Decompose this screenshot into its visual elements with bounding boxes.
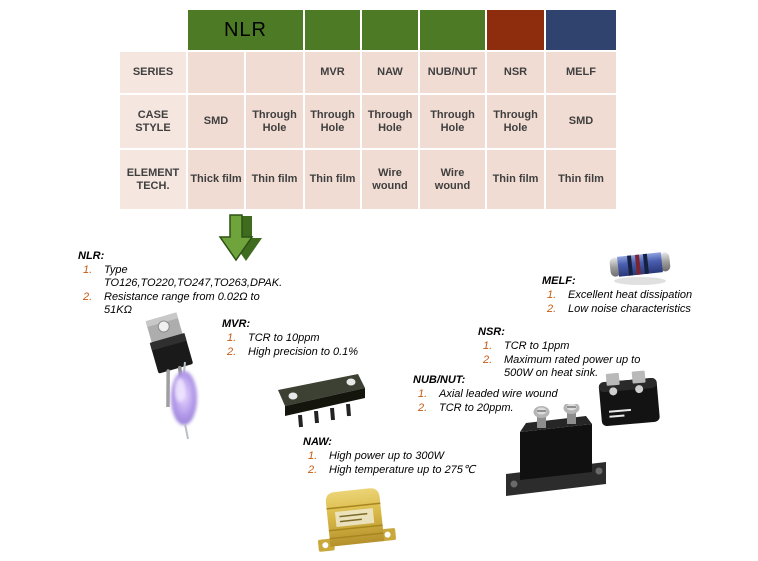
item-text: Type TO126,TO220,TO247,TO263,DPAK. bbox=[104, 264, 283, 289]
annotation-item: 2. Resistance range from 0.02Ω to 51KΩ bbox=[78, 291, 278, 317]
annotation-title: NAW: bbox=[303, 436, 332, 448]
annotation-title: NSR: bbox=[478, 326, 505, 338]
to220-package-photo bbox=[145, 312, 193, 407]
annotation-item: 2. Low noise characteristics bbox=[542, 303, 727, 316]
series-cell bbox=[246, 52, 303, 93]
item-number: 2. bbox=[418, 402, 428, 414]
case-style-cell: Through Hole bbox=[305, 95, 360, 148]
item-number: 2. bbox=[308, 464, 318, 476]
gold-housed-resistor-photo bbox=[317, 488, 396, 552]
annotation-item: 1. High power up to 300W bbox=[303, 450, 493, 463]
case-style-cell: Through Hole bbox=[487, 95, 544, 148]
series-cell: MELF bbox=[546, 52, 616, 93]
mvr-flat-package-photo bbox=[278, 374, 365, 428]
series-cell: NAW bbox=[362, 52, 418, 93]
case-style-cell: SMD bbox=[188, 95, 244, 148]
element-tech-cell: Thin film bbox=[546, 150, 616, 209]
element-tech-cell: Wire wound bbox=[362, 150, 418, 209]
case-style-cell: Through Hole bbox=[420, 95, 485, 148]
annotation-item: 2. Maximum rated power up to 500W on hea… bbox=[478, 354, 670, 380]
item-text: Resistance range from 0.02Ω to 51KΩ bbox=[104, 291, 260, 316]
annotation-title: NUB/NUT: bbox=[413, 374, 466, 386]
item-text: High precision to 0.1% bbox=[248, 346, 359, 358]
item-text: High power up to 300W bbox=[329, 450, 444, 462]
annotation-title: MELF: bbox=[542, 275, 576, 287]
annotation-item: 1. TCR to 10ppm bbox=[222, 332, 392, 345]
annotation-item: 1. Type TO126,TO220,TO247,TO263,DPAK. bbox=[78, 264, 282, 290]
melf-cylindrical-resistor-photo bbox=[609, 252, 671, 285]
case-style-cell: Through Hole bbox=[362, 95, 418, 148]
case-style-cell: SMD bbox=[546, 95, 616, 148]
annotation-item: 1. Excellent heat dissipation bbox=[542, 289, 727, 302]
series-cell: NUB/NUT bbox=[420, 52, 485, 93]
item-number: 1. bbox=[308, 450, 318, 462]
annotation-item: 1. TCR to 1ppm bbox=[478, 340, 670, 353]
item-text: TCR to 20ppm. bbox=[439, 402, 514, 414]
annotation-item: 1. Axial leaded wire wound bbox=[413, 388, 588, 401]
item-text: Maximum rated power up to 500W on heat s… bbox=[504, 354, 641, 379]
header-cell-melf bbox=[546, 10, 616, 50]
series-cell bbox=[188, 52, 244, 93]
row-label-case-style: CASE STYLE bbox=[120, 95, 186, 148]
item-text: Low noise characteristics bbox=[568, 303, 691, 315]
annotation-nlr: NLR: 1. Type TO126,TO220,TO247,TO263,DPA… bbox=[78, 250, 282, 317]
product-spec-table: NLR SERIES MVR NAW NUB/NUT NSR MELF CASE… bbox=[120, 10, 616, 209]
case-style-cell: Through Hole bbox=[246, 95, 303, 148]
header-cell-nubnut bbox=[420, 10, 485, 50]
element-tech-cell: Thin film bbox=[305, 150, 360, 209]
header-cell-nlr: NLR bbox=[188, 10, 303, 50]
item-number: 1. bbox=[227, 332, 237, 344]
row-label-series: SERIES bbox=[120, 52, 186, 93]
item-text: Excellent heat dissipation bbox=[568, 289, 693, 301]
annotation-item: 2. High precision to 0.1% bbox=[222, 346, 392, 359]
element-tech-cell: Wire wound bbox=[420, 150, 485, 209]
annotation-item: 2. High temperature up to 275℃ bbox=[303, 464, 493, 477]
annotation-naw: NAW: 1. High power up to 300W 2. High te… bbox=[303, 436, 493, 477]
item-text: High temperature up to 275℃ bbox=[329, 464, 476, 476]
purple-component-photo bbox=[171, 361, 197, 440]
annotation-title: NLR: bbox=[78, 250, 105, 262]
annotation-nsr: NSR: 1. TCR to 1ppm 2. Maximum rated pow… bbox=[478, 326, 670, 380]
table-corner-cell bbox=[120, 10, 186, 50]
item-number: 2. bbox=[227, 346, 237, 358]
row-label-element-tech: ELEMENT TECH. bbox=[120, 150, 186, 209]
element-tech-cell: Thick film bbox=[188, 150, 244, 209]
nsr-power-package-photo bbox=[598, 370, 660, 427]
item-number: 1. bbox=[418, 388, 428, 400]
item-text: TCR to 10ppm bbox=[248, 332, 320, 344]
item-number: 1. bbox=[547, 289, 557, 301]
header-cell-nsr bbox=[487, 10, 544, 50]
item-text: Axial leaded wire wound bbox=[439, 388, 558, 400]
element-tech-cell: Thin film bbox=[246, 150, 303, 209]
annotation-melf: MELF: 1. Excellent heat dissipation 2. L… bbox=[542, 275, 727, 316]
item-number: 2. bbox=[547, 303, 557, 315]
element-tech-cell: Thin film bbox=[487, 150, 544, 209]
annotation-item: 2. TCR to 20ppm. bbox=[413, 402, 588, 415]
screw-terminal-module-photo bbox=[506, 404, 606, 496]
series-cell: NSR bbox=[487, 52, 544, 93]
header-cell-mvr bbox=[305, 10, 360, 50]
annotation-nub-nut: NUB/NUT: 1. Axial leaded wire wound 2. T… bbox=[413, 374, 588, 415]
item-number: 1. bbox=[83, 264, 93, 276]
item-text: TCR to 1ppm bbox=[504, 340, 570, 352]
series-cell: MVR bbox=[305, 52, 360, 93]
item-number: 1. bbox=[483, 340, 493, 352]
down-arrow-icon bbox=[218, 214, 262, 262]
item-number: 2. bbox=[483, 354, 493, 366]
annotation-mvr: MVR: 1. TCR to 10ppm 2. High precision t… bbox=[222, 318, 392, 359]
header-cell-naw bbox=[362, 10, 418, 50]
annotation-title: MVR: bbox=[222, 318, 251, 330]
item-number: 2. bbox=[83, 291, 93, 303]
